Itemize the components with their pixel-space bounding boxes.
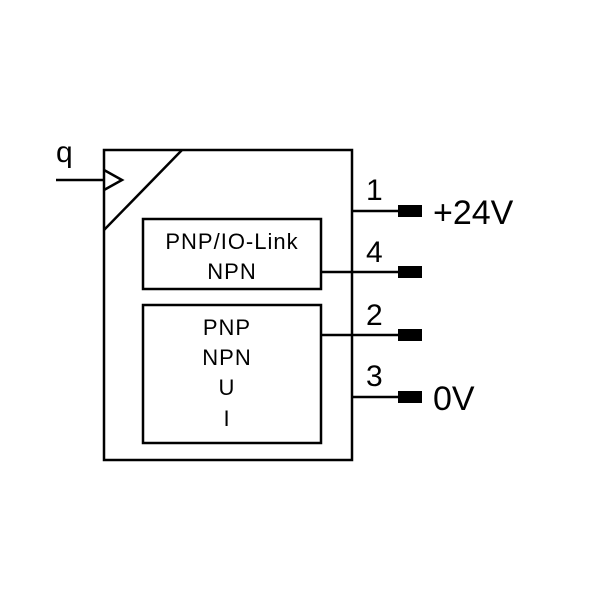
pin-1-number: 1 xyxy=(366,174,383,207)
box-top-line-1: PNP/IO-Link xyxy=(165,229,298,254)
pin-3-supply: 0V xyxy=(433,380,475,418)
pin-4-number: 4 xyxy=(366,236,383,269)
box-top-line-2: NPN xyxy=(207,259,256,284)
input-label: q xyxy=(56,136,73,169)
pin-3-terminal xyxy=(398,391,422,403)
output-box-top xyxy=(141,217,323,291)
pin-3: 3 0V xyxy=(352,360,475,418)
box-bottom-line-1: PNP xyxy=(203,315,251,340)
pin-1-supply: +24V xyxy=(433,194,514,232)
pin-2: 2 xyxy=(321,299,422,341)
box-bottom-line-4: I xyxy=(223,406,230,431)
pin-3-number: 3 xyxy=(366,360,383,393)
housing-diagonal xyxy=(103,149,183,231)
device-housing xyxy=(102,148,354,462)
pin-2-number: 2 xyxy=(366,299,383,332)
input-arrow-icon xyxy=(103,168,125,192)
pin-4-terminal xyxy=(398,266,422,278)
output-box-bottom xyxy=(141,303,323,445)
box-bottom-line-3: U xyxy=(219,375,236,400)
pin-2-terminal xyxy=(398,329,422,341)
pin-1-terminal xyxy=(398,205,422,217)
box-bottom-line-2: NPN xyxy=(202,345,251,370)
pin-4: 4 xyxy=(321,236,422,278)
pin-1: 1 +24V xyxy=(352,174,514,232)
input-q: q xyxy=(56,136,125,192)
